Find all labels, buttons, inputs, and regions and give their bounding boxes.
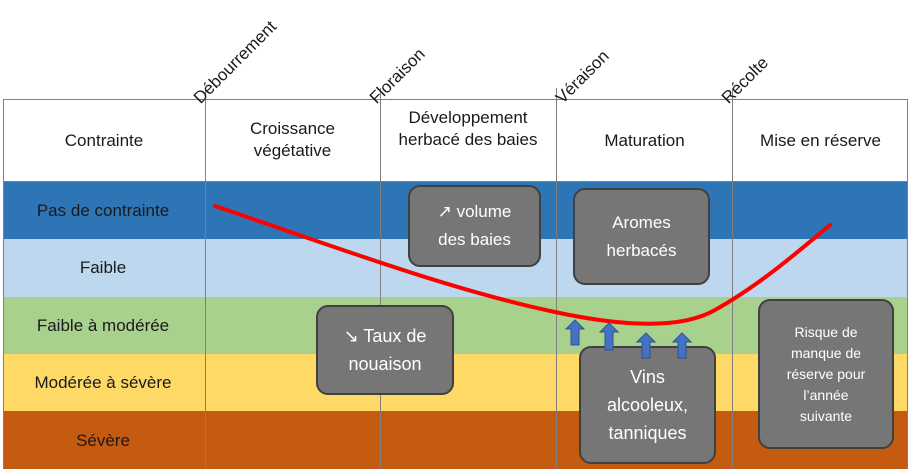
box-fruit-set-text: ↘ Taux de nouaison <box>343 326 427 374</box>
row-label-severe: Sévère <box>76 431 130 450</box>
box-alcoholic-wines-text: Vins alcooleux, tanniques <box>606 367 689 443</box>
up-arrow-icon <box>564 319 586 346</box>
box-fruit-set: ↘ Taux de nouaison <box>316 305 454 395</box>
row-label-low: Faible <box>79 258 127 277</box>
column-divider-1 <box>205 88 206 469</box>
box-herbaceous-aromas-text: Aromes herbacés <box>606 212 677 260</box>
header-top-line <box>3 99 908 100</box>
box-herbaceous-aromas: Aromes herbacés <box>573 188 710 285</box>
header-constraint: Contrainte <box>64 131 144 150</box>
row-label-low-moderate: Faible à modérée <box>36 316 170 335</box>
up-arrow-icon <box>598 322 620 351</box>
box-reserve-risk-text: Risque de manque de réserve pour l’année… <box>786 323 866 424</box>
header-phase-2: Développement herbacé des baies <box>398 108 538 149</box>
header-bottom-line <box>3 181 908 182</box>
row-band-severe <box>3 411 908 469</box>
box-reserve-risk: Risque de manque de réserve pour l’année… <box>758 299 894 449</box>
box-berry-volume: ↗ volume des baies <box>408 185 541 267</box>
row-band-low-moderate <box>3 297 908 354</box>
row-label-no-stress: Pas de contrainte <box>36 201 170 220</box>
header-phase-3: Maturation <box>604 131 685 150</box>
row-label-moderate-severe: Modérée à sévère <box>34 373 172 392</box>
frame-left <box>3 99 4 469</box>
frame-right <box>907 99 908 469</box>
header-phase-4: Mise en réserve <box>760 131 881 150</box>
column-divider-2 <box>380 88 381 469</box>
up-arrow-icon <box>635 332 657 359</box>
stress-curve-line <box>213 204 832 326</box>
column-divider-4 <box>732 88 733 469</box>
up-arrow-icon <box>671 332 693 359</box>
column-divider-3 <box>556 88 557 469</box>
box-berry-volume-text: ↗ volume des baies <box>437 202 512 249</box>
header-phase-1: Croissance végétative <box>249 119 336 160</box>
row-band-moderate-severe <box>3 354 908 411</box>
